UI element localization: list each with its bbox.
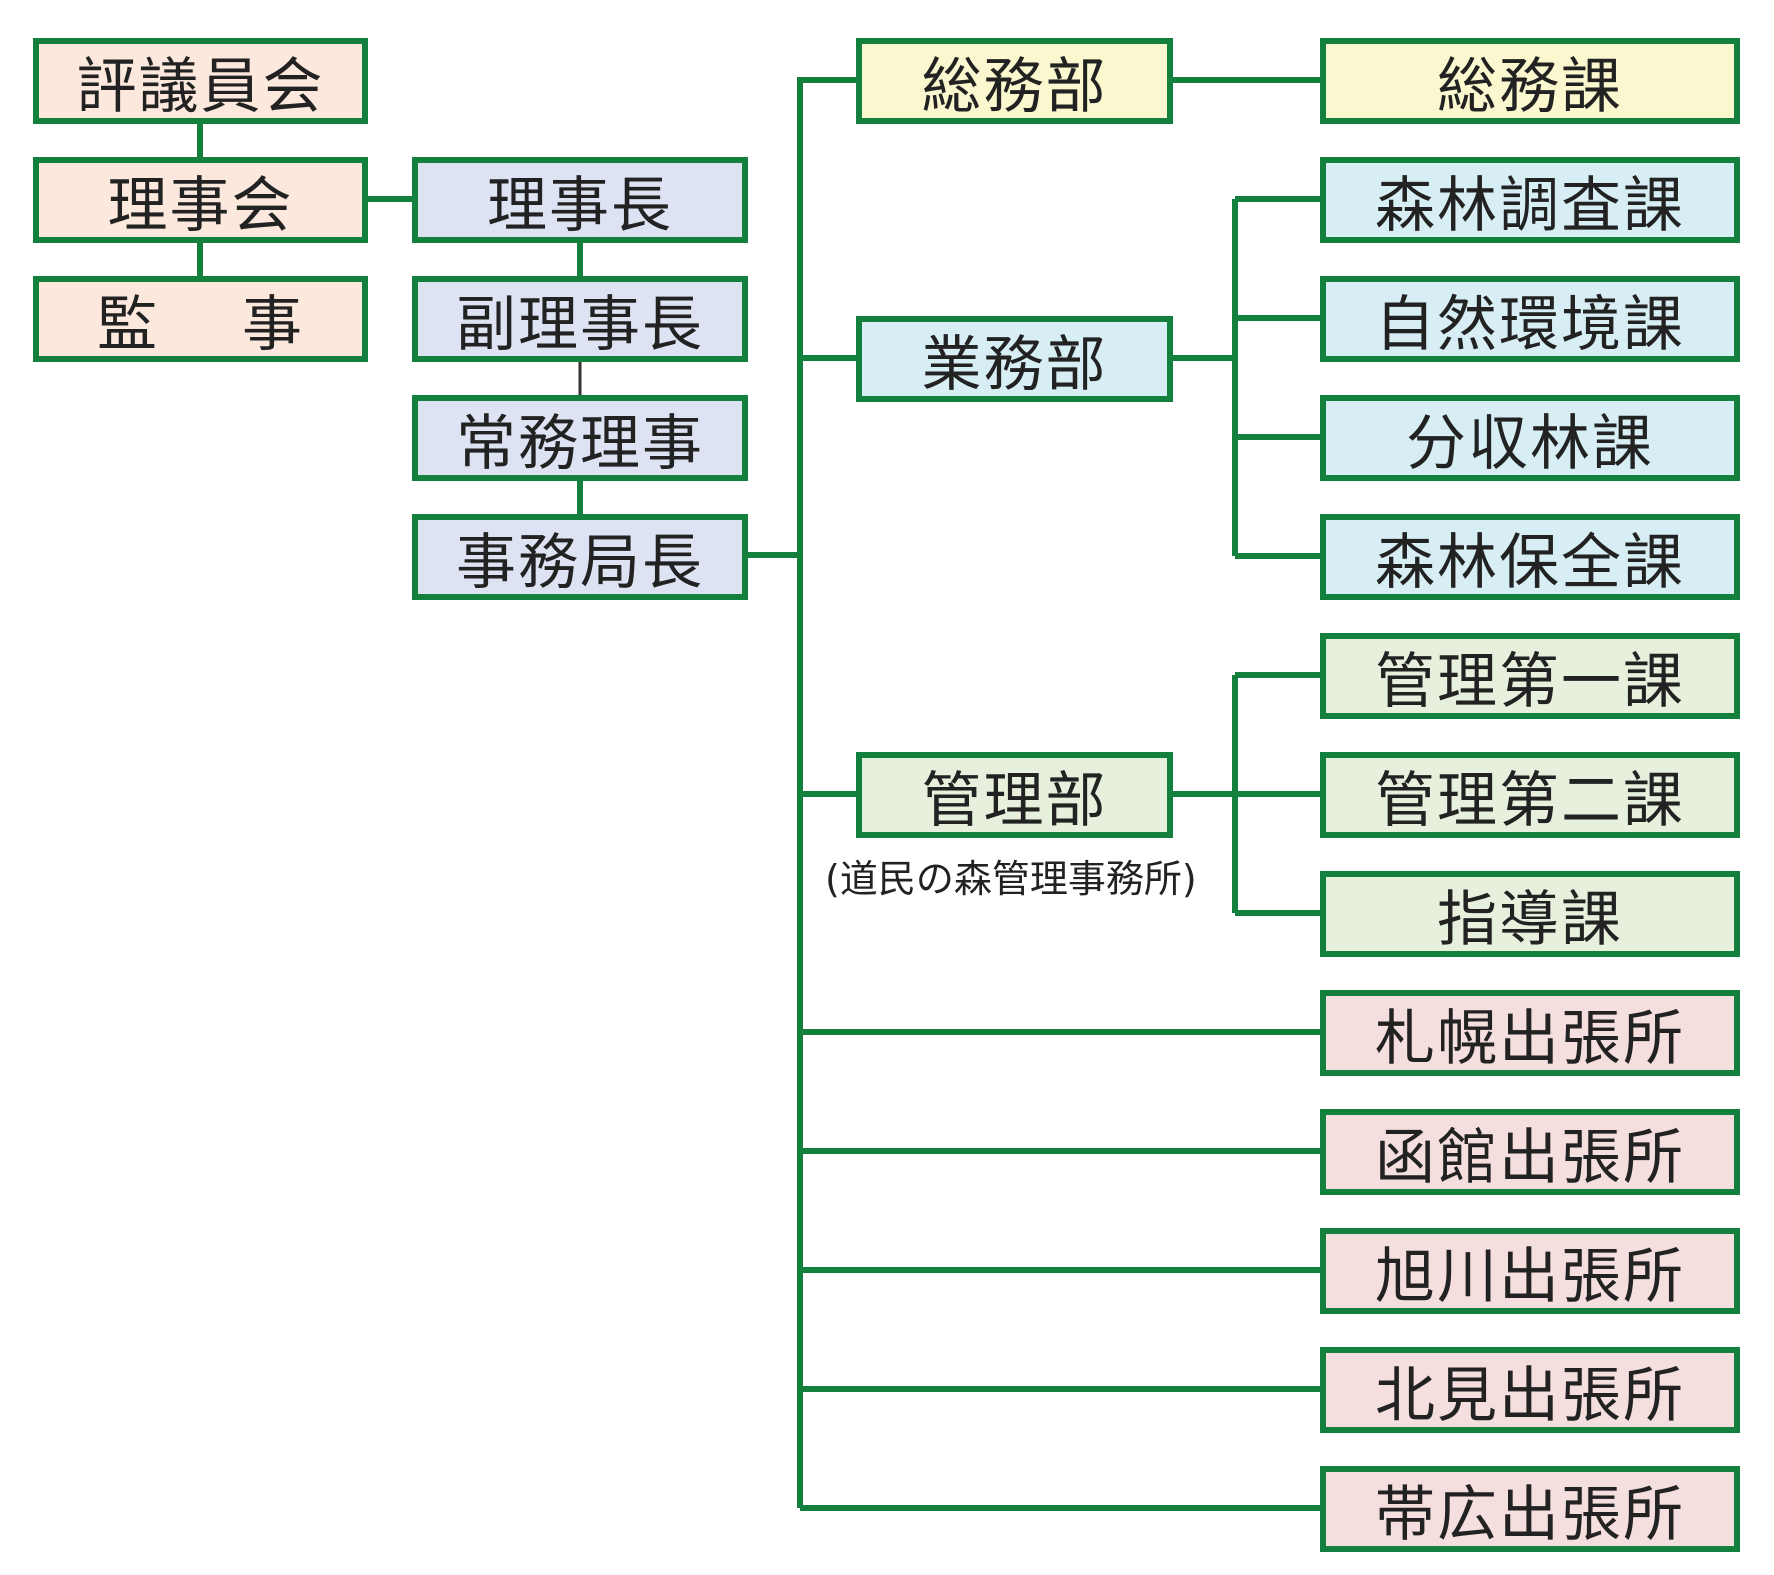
section-box-management-1: 管理第一課 (1320, 633, 1740, 719)
branch-office-box-sapporo: 札幌出張所 (1320, 990, 1740, 1076)
auditor-box: 監 事 (33, 276, 368, 362)
secretary-general-box: 事務局長 (412, 514, 748, 600)
council-box: 評議員会 (33, 38, 368, 124)
section-box-forest-survey: 森林調査課 (1320, 157, 1740, 243)
branch-office-box-hakodate: 函館出張所 (1320, 1109, 1740, 1195)
section-box-natural-environment: 自然環境課 (1320, 276, 1740, 362)
operations-dept-box: 業務部 (856, 316, 1173, 402)
section-box-management-2: 管理第二課 (1320, 752, 1740, 838)
general-affairs-dept-box: 総務部 (856, 38, 1173, 124)
chairman-box: 理事長 (412, 157, 748, 243)
section-box-guidance: 指導課 (1320, 871, 1740, 957)
branch-office-box-asahikawa: 旭川出張所 (1320, 1228, 1740, 1314)
section-box-forest-conservation: 森林保全課 (1320, 514, 1740, 600)
management-dept-note: (道民の森管理事務所) (825, 857, 1197, 901)
vice-chairman-box: 副理事長 (412, 276, 748, 362)
board-box: 理事会 (33, 157, 368, 243)
branch-office-box-kitami: 北見出張所 (1320, 1347, 1740, 1433)
management-dept-box: 管理部 (856, 752, 1173, 838)
managing-director-box: 常務理事 (412, 395, 748, 481)
section-box-profit-sharing-forest: 分収林課 (1320, 395, 1740, 481)
section-box-general: 総務課 (1320, 38, 1740, 124)
branch-office-box-obihiro: 帯広出張所 (1320, 1466, 1740, 1552)
